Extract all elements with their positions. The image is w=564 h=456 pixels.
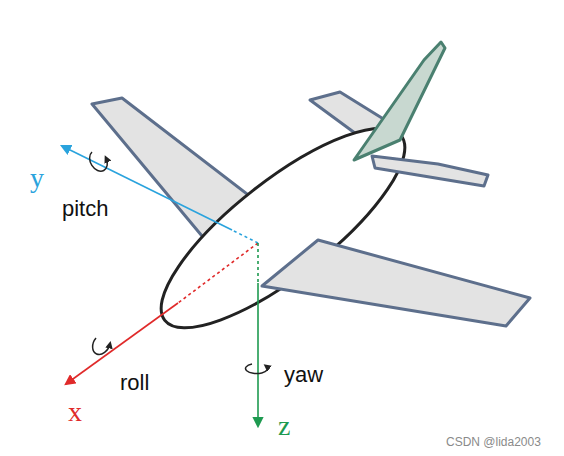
axis-label: x	[68, 398, 82, 426]
axes	[62, 146, 258, 426]
right-wing	[262, 240, 530, 326]
axis-label: z	[278, 412, 290, 440]
rotation-label: yaw	[284, 364, 323, 386]
tail-stabilizer-right	[372, 156, 488, 186]
rotation-label: roll	[120, 372, 149, 394]
vertical-fin	[354, 42, 445, 160]
rotation-symbols	[90, 152, 268, 374]
rotation-label: pitch	[62, 198, 108, 220]
axis-label: y	[30, 164, 44, 192]
watermark: CSDN @lida2003	[446, 436, 541, 448]
